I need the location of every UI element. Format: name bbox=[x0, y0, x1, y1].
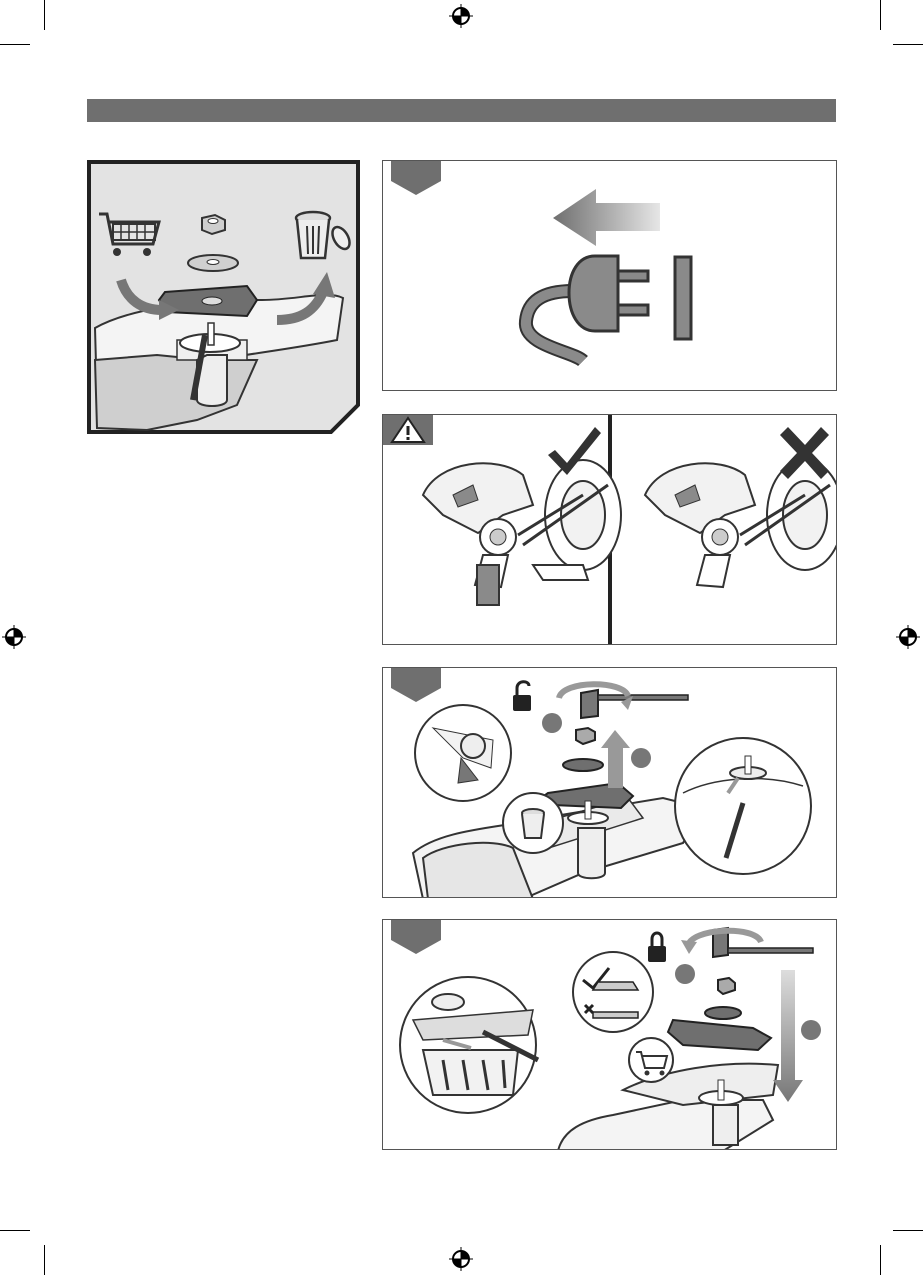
trash-bin-icon bbox=[522, 809, 544, 838]
crop-mark bbox=[880, 1245, 881, 1275]
orientation-check-magnifier bbox=[573, 952, 653, 1032]
callout-1 bbox=[542, 713, 562, 733]
step-tab bbox=[391, 668, 441, 702]
unplug-icon bbox=[526, 256, 691, 361]
crop-mark bbox=[893, 1230, 923, 1231]
spanner-tool bbox=[559, 684, 688, 718]
trimmer-with-guard bbox=[423, 460, 621, 605]
crop-mark bbox=[0, 1230, 30, 1231]
intro-panel bbox=[87, 160, 361, 434]
registration-mark-icon bbox=[449, 1247, 473, 1271]
crop-mark bbox=[44, 0, 45, 30]
callout-2 bbox=[631, 748, 651, 768]
crop-mark bbox=[893, 44, 923, 45]
crop-mark bbox=[44, 1245, 45, 1275]
step-tab bbox=[391, 920, 441, 954]
callout-3 bbox=[801, 1020, 821, 1040]
step-panel-remove-blade bbox=[382, 667, 837, 898]
section-header-bar bbox=[87, 99, 836, 122]
unlock-icon bbox=[513, 682, 531, 711]
nut-icon bbox=[202, 215, 225, 234]
step-panel-guard-check bbox=[382, 414, 837, 645]
trimmer-without-guard bbox=[645, 460, 837, 587]
registration-mark-icon bbox=[896, 625, 920, 649]
step-panel-unplug bbox=[382, 160, 837, 391]
left-arrow-icon bbox=[553, 189, 660, 246]
lock-icon bbox=[648, 933, 666, 962]
guard-extension bbox=[477, 565, 499, 605]
up-arrow-icon bbox=[601, 730, 630, 788]
crop-mark bbox=[0, 44, 30, 45]
step-panel-fit-blade bbox=[382, 919, 837, 1150]
registration-mark-icon bbox=[2, 625, 26, 649]
crop-mark bbox=[880, 0, 881, 30]
step-tab bbox=[391, 161, 441, 195]
registration-mark-icon bbox=[449, 4, 473, 28]
callout-2 bbox=[675, 964, 695, 984]
down-arrow-icon bbox=[773, 970, 803, 1102]
spanner-tool bbox=[681, 928, 813, 957]
